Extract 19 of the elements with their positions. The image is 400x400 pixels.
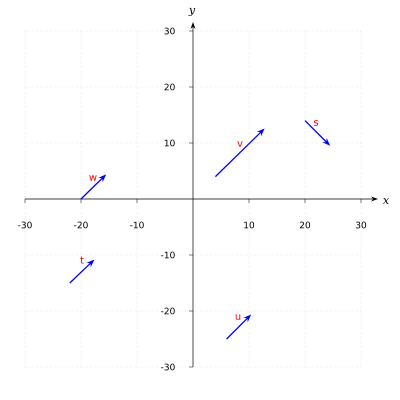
axis-label: x: [382, 198, 389, 204]
axis-label: y: [188, 8, 196, 16]
tick-label: -20: [161, 308, 175, 314]
tick-label: 30: [356, 222, 366, 228]
tick-label: -20: [74, 222, 88, 228]
vector-label: w: [89, 175, 97, 181]
tick-label: -30: [18, 222, 32, 228]
vector-label: u: [236, 314, 240, 320]
tick-label: 10: [164, 140, 175, 146]
vector-label: s: [314, 120, 318, 126]
tick-label: -30: [161, 364, 175, 370]
tick-label: 10: [244, 222, 254, 228]
tick-label: 20: [300, 222, 310, 228]
tick-label: 20: [164, 84, 175, 90]
vector-label: t: [80, 256, 84, 264]
tick-label: -10: [161, 252, 175, 258]
vector-label: v: [237, 141, 243, 147]
tick-label: 30: [164, 28, 175, 34]
tick-label: -10: [130, 222, 144, 228]
